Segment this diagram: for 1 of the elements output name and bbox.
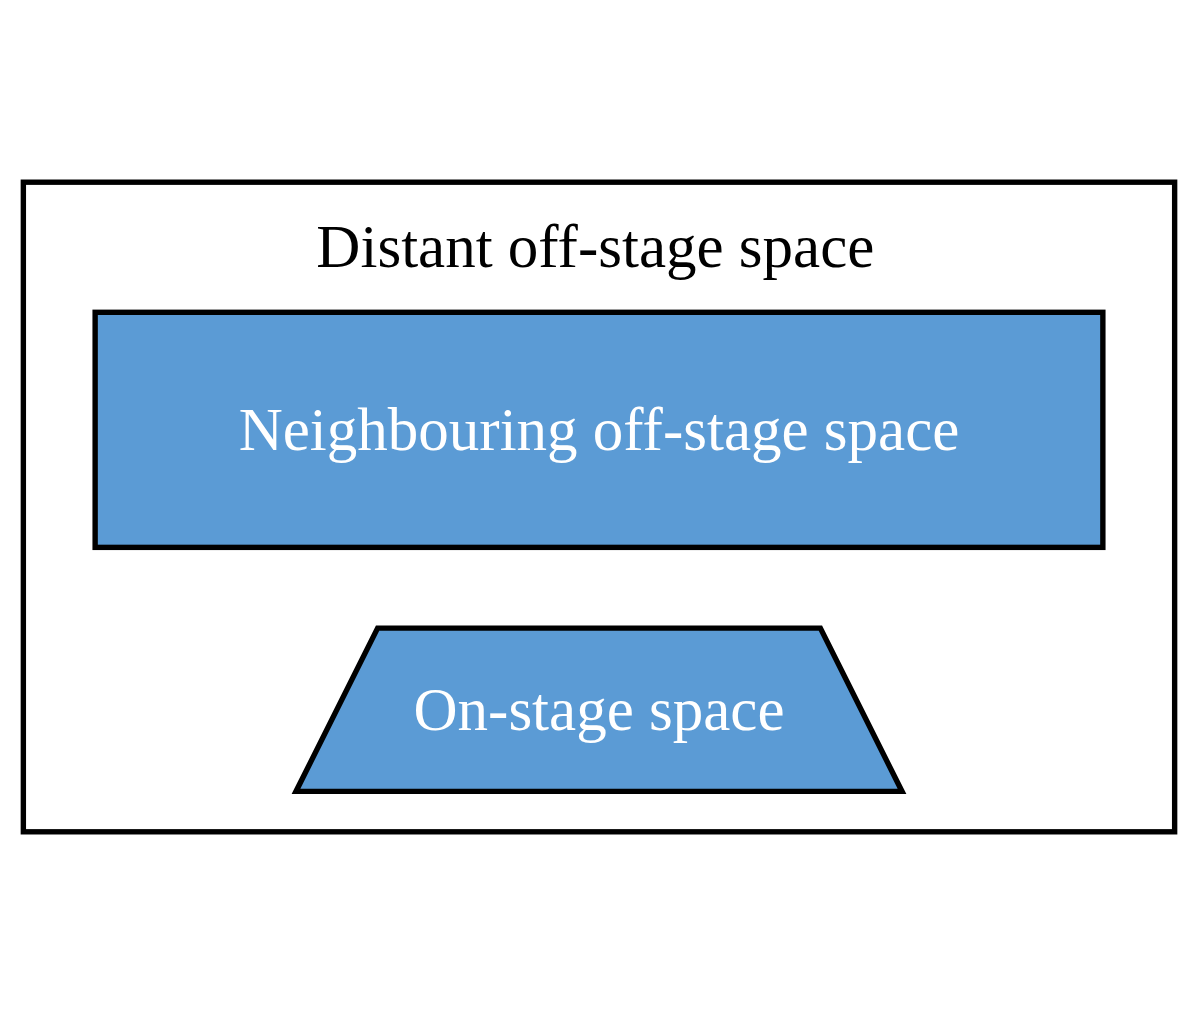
node-box: Neighbouring off-stage space bbox=[91, 309, 1106, 551]
